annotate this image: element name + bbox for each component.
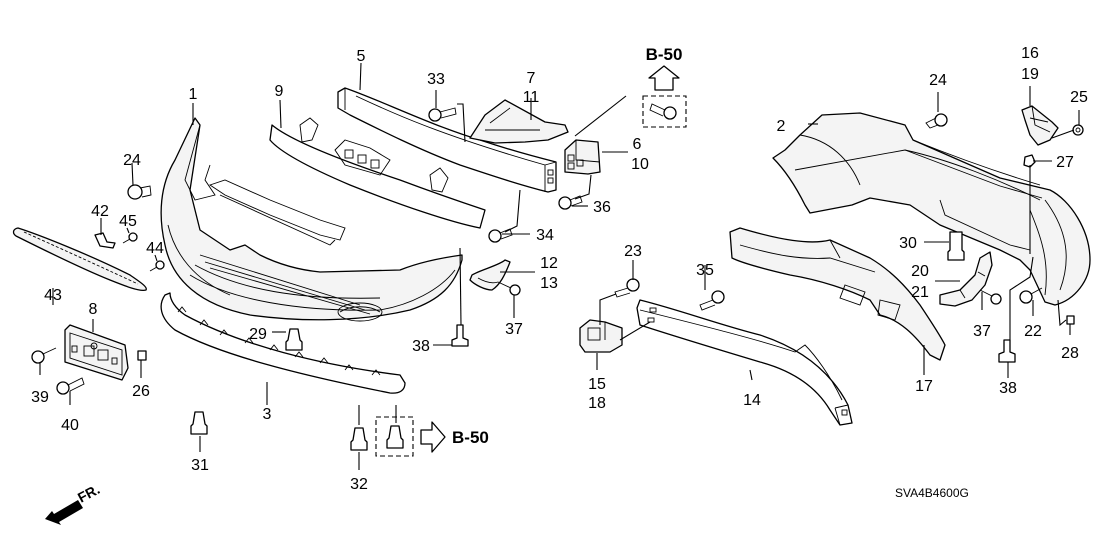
- bolt-icon: [428, 107, 457, 122]
- screw-icon: [979, 289, 1002, 305]
- reference-b50-bottom[interactable]: B-50: [375, 416, 489, 457]
- rear-upper-bracket[interactable]: [1021, 105, 1059, 146]
- callout-labels: 1 2 3 5 6 10 7 11 8 9 12 13 14 15 18 16 …: [31, 45, 1088, 493]
- bolt-icon: [649, 103, 677, 120]
- clip-icon: [925, 113, 948, 129]
- callout-35[interactable]: 35: [696, 262, 714, 279]
- callout-45[interactable]: 45: [119, 213, 137, 230]
- callout-37-front[interactable]: 37: [505, 321, 523, 338]
- push-clip-icon: [285, 328, 303, 351]
- screw-icon: [497, 281, 521, 296]
- lower-grille-bar[interactable]: [12, 227, 147, 292]
- front-bumper-beam[interactable]: [337, 87, 557, 193]
- diagram-code: SVA4B4600G: [895, 486, 969, 500]
- callout-6[interactable]: 6: [633, 136, 642, 153]
- callout-21[interactable]: 21: [911, 284, 929, 301]
- callout-38-rear[interactable]: 38: [999, 380, 1017, 397]
- screw-icon: [149, 260, 165, 272]
- callout-17[interactable]: 17: [915, 378, 933, 395]
- screw-icon: [31, 347, 57, 364]
- bolt-icon: [56, 377, 85, 395]
- clip-icon: [127, 184, 152, 200]
- nut-icon: [1072, 124, 1084, 136]
- push-clip-icon: [386, 425, 404, 449]
- callout-3[interactable]: 3: [263, 406, 272, 423]
- bolt-icon: [558, 195, 583, 210]
- callout-34[interactable]: 34: [536, 227, 554, 244]
- callout-7[interactable]: 7: [527, 70, 536, 87]
- reference-label[interactable]: B-50: [452, 428, 489, 447]
- callout-26[interactable]: 26: [132, 383, 150, 400]
- callout-44[interactable]: 44: [146, 240, 164, 257]
- callout-23[interactable]: 23: [624, 243, 642, 260]
- fastener-icons: [31, 103, 1084, 451]
- callout-20[interactable]: 20: [911, 263, 929, 280]
- callout-31[interactable]: 31: [191, 457, 209, 474]
- nut-icon: [137, 350, 147, 361]
- callout-9[interactable]: 9: [275, 83, 284, 100]
- callout-43[interactable]: 43: [44, 287, 62, 304]
- clip-icon: [1023, 154, 1036, 168]
- nut-icon: [1066, 315, 1075, 325]
- callout-5[interactable]: 5: [357, 48, 366, 65]
- screw-icon: [1019, 287, 1043, 304]
- callout-38-front[interactable]: 38: [412, 338, 430, 355]
- rear-beam-mount[interactable]: [579, 319, 623, 353]
- front-direction-arrow: FR.: [45, 481, 102, 525]
- rear-bumper-face[interactable]: [772, 112, 1091, 306]
- rear-side-bracket[interactable]: [939, 251, 993, 307]
- callout-18[interactable]: 18: [588, 395, 606, 412]
- front-side-spacer[interactable]: [469, 259, 511, 291]
- callout-12[interactable]: 12: [540, 255, 558, 272]
- callout-14[interactable]: 14: [743, 392, 761, 409]
- callout-40[interactable]: 40: [61, 417, 79, 434]
- callout-37-rear[interactable]: 37: [973, 323, 991, 340]
- bolt-icon: [699, 290, 725, 311]
- clip-icon: [94, 232, 116, 249]
- callout-32[interactable]: 32: [350, 476, 368, 493]
- leader-lines: [39, 62, 1080, 470]
- callout-8[interactable]: 8: [89, 301, 98, 318]
- callout-22[interactable]: 22: [1024, 323, 1042, 340]
- bolt-icon: [614, 278, 640, 298]
- bolt-icon: [998, 339, 1016, 363]
- front-bumper-face[interactable]: [160, 117, 463, 322]
- reference-label[interactable]: B-50: [646, 45, 683, 64]
- reference-b50-top[interactable]: B-50: [642, 45, 687, 128]
- callout-10[interactable]: 10: [631, 156, 649, 173]
- push-clip-icon: [190, 411, 208, 435]
- callout-36[interactable]: 36: [593, 199, 611, 216]
- callout-29[interactable]: 29: [249, 326, 267, 343]
- push-clip-icon: [350, 427, 368, 451]
- callout-24-rear[interactable]: 24: [929, 72, 947, 89]
- screw-icon: [122, 232, 138, 244]
- front-side-bracket[interactable]: [469, 99, 569, 144]
- callout-28[interactable]: 28: [1061, 345, 1079, 362]
- callout-15[interactable]: 15: [588, 376, 606, 393]
- bolt-icon: [488, 228, 513, 243]
- callout-11[interactable]: 11: [523, 89, 540, 106]
- callout-25[interactable]: 25: [1070, 89, 1088, 106]
- license-plate-base[interactable]: [64, 324, 129, 381]
- push-clip-icon: [947, 231, 965, 261]
- rear-absorber[interactable]: [729, 227, 946, 361]
- callout-16[interactable]: 16: [1021, 45, 1039, 62]
- callout-39[interactable]: 39: [31, 389, 49, 406]
- bolt-icon: [451, 324, 469, 347]
- front-lower-spoiler[interactable]: [160, 292, 406, 394]
- front-absorber[interactable]: [269, 117, 486, 229]
- callout-30[interactable]: 30: [899, 235, 917, 252]
- callout-2[interactable]: 2: [777, 118, 786, 135]
- callout-1[interactable]: 1: [189, 86, 198, 103]
- front-beam-mount[interactable]: [564, 139, 601, 175]
- callout-27[interactable]: 27: [1056, 154, 1074, 171]
- callout-42[interactable]: 42: [91, 203, 109, 220]
- callout-24-front[interactable]: 24: [123, 152, 141, 169]
- callout-13[interactable]: 13: [540, 275, 558, 292]
- callout-33[interactable]: 33: [427, 71, 445, 88]
- callout-19[interactable]: 19: [1021, 66, 1039, 83]
- rear-bumper-beam[interactable]: [636, 299, 853, 426]
